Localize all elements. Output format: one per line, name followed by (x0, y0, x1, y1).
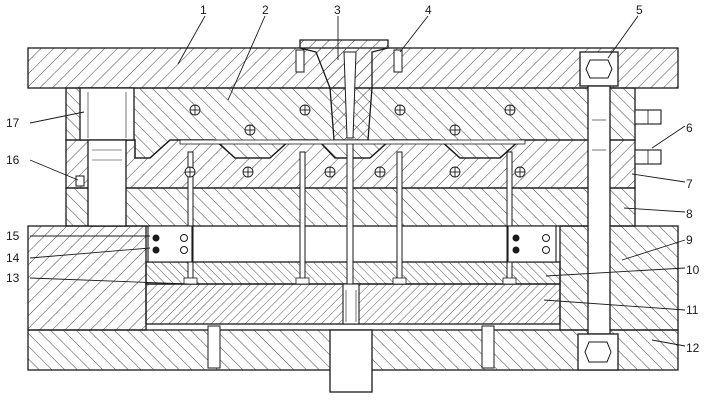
sprue-puller-pin (346, 139, 354, 285)
ejector-rod-screw (342, 283, 360, 325)
callout-3: 3 (334, 3, 341, 17)
ejector-pin-head-1 (183, 277, 198, 285)
sprue-channel (343, 51, 357, 139)
ejector-pin-head-2 (295, 277, 310, 285)
callout-5: 5 (636, 3, 643, 17)
callout-10: 10 (686, 263, 700, 277)
callouts: 1 2 3 4 5 6 7 8 9 10 11 12 13 14 15 16 1… (6, 3, 700, 355)
bolt-head-bottom (577, 333, 619, 371)
cooling-channels (184, 104, 526, 178)
bottom-screw-right (481, 325, 495, 369)
bottom-screw-left (207, 325, 221, 369)
spacer-block-right (559, 225, 679, 331)
leader-lines (29, 15, 686, 347)
callout-17: 17 (6, 116, 20, 130)
callout-11: 11 (686, 303, 699, 317)
bolt-shank (587, 85, 611, 335)
callout-7: 7 (686, 177, 693, 191)
callout-15: 15 (6, 229, 20, 243)
callout-13: 13 (6, 271, 20, 285)
ejector-pin-2 (299, 151, 306, 285)
ejector-pin-head-4 (502, 277, 517, 285)
runner-channel (179, 139, 526, 145)
callout-4: 4 (425, 3, 432, 17)
callout-16: 16 (6, 153, 20, 167)
callout-8: 8 (686, 207, 693, 221)
callout-9: 9 (686, 233, 693, 247)
return-spring-left (147, 225, 193, 263)
callout-2: 2 (262, 3, 269, 17)
callout-12: 12 (686, 341, 700, 355)
return-spring-right (507, 225, 557, 263)
guide-pillar-screw (75, 175, 85, 187)
callout-6: 6 (686, 121, 693, 135)
ejector-rod (329, 329, 373, 393)
locating-ring-screw-left (295, 49, 305, 73)
callout-1: 1 (200, 3, 207, 17)
ejector-pin-head-3 (392, 277, 407, 285)
ejector-pin-4 (506, 151, 513, 285)
guide-pillar (87, 139, 127, 227)
spacer-block-left (27, 225, 147, 331)
locating-ring-screw-right (393, 49, 403, 73)
ejector-pin-3 (396, 151, 403, 285)
callout-14: 14 (6, 251, 20, 265)
sprue-bushing (299, 39, 389, 141)
